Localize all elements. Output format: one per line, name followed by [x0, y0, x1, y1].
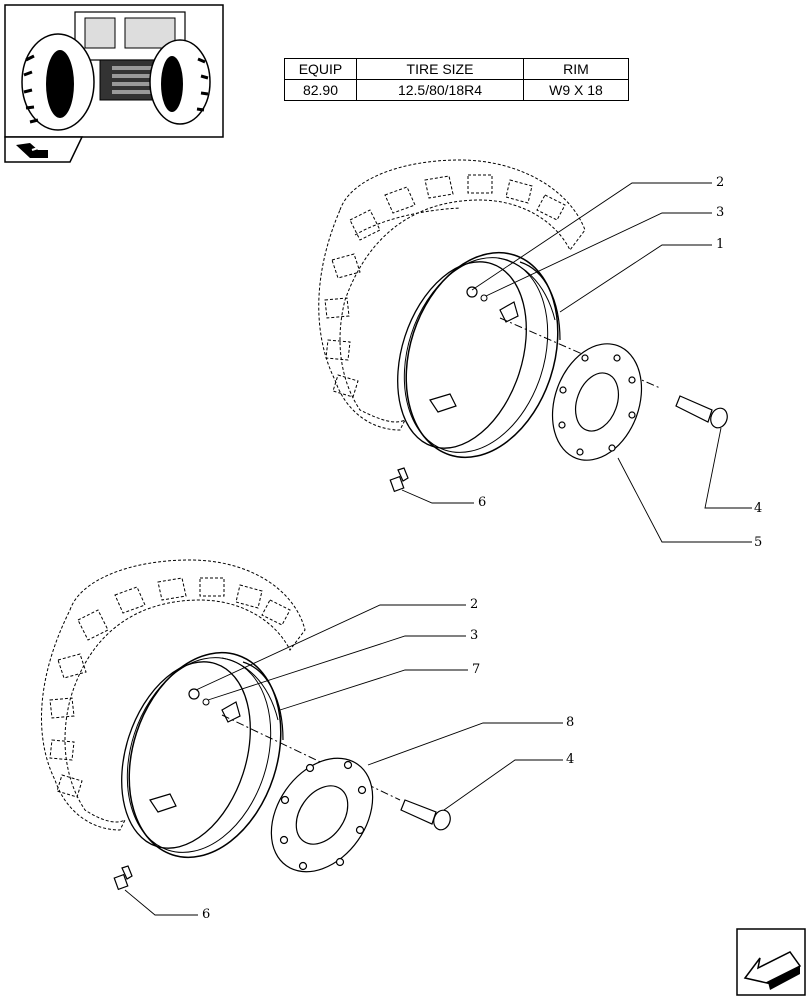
callout-6-upper: 6 [478, 495, 486, 510]
tire-outline-lower [40, 559, 306, 831]
callout-7-lower: 7 [472, 662, 480, 677]
header-rim: RIM [523, 58, 629, 80]
callout-2-lower: 2 [470, 597, 478, 612]
rim-upper [397, 251, 561, 459]
callout-8-lower: 8 [566, 715, 574, 730]
callout-3-lower: 3 [470, 628, 478, 643]
spacer-plate-upper [551, 343, 643, 461]
tractor-front-view-icon[interactable] [4, 4, 224, 138]
callout-3-upper: 3 [716, 205, 724, 220]
header-equip: EQUIP [284, 58, 357, 80]
spacer-plate-lower [270, 757, 374, 873]
header-tire-size: TIRE SIZE [356, 58, 524, 80]
section-arrow-icon[interactable] [4, 136, 84, 163]
callout-2-upper: 2 [716, 175, 724, 190]
callout-4-lower: 4 [566, 752, 574, 767]
upper-wheel-assembly [318, 159, 728, 493]
leader-lines [124, 182, 752, 916]
callout-6-lower: 6 [202, 907, 210, 922]
table-row: 82.90 12.5/80/18R4 W9 X 18 [284, 79, 629, 101]
rim-lower [121, 651, 284, 859]
tire-spec-table: EQUIP TIRE SIZE RIM 82.90 12.5/80/18R4 W… [284, 58, 629, 101]
table-header-row: EQUIP TIRE SIZE RIM [284, 58, 629, 80]
cell-rim: W9 X 18 [523, 79, 629, 101]
lower-wheel-assembly [40, 559, 451, 891]
callout-1-upper: 1 [716, 237, 724, 252]
tire-outline-upper [318, 159, 586, 431]
cell-tire-size: 12.5/80/18R4 [356, 79, 524, 101]
next-page-arrow-icon[interactable] [736, 928, 806, 996]
callout-4-upper: 4 [754, 501, 762, 516]
valve-stem-upper [389, 467, 409, 493]
wheel-bolt-lower [400, 799, 451, 831]
wheel-bolt-upper [675, 395, 728, 429]
cell-equip: 82.90 [284, 79, 357, 101]
valve-stem-lower [113, 865, 133, 891]
callout-5-upper: 5 [754, 535, 762, 550]
